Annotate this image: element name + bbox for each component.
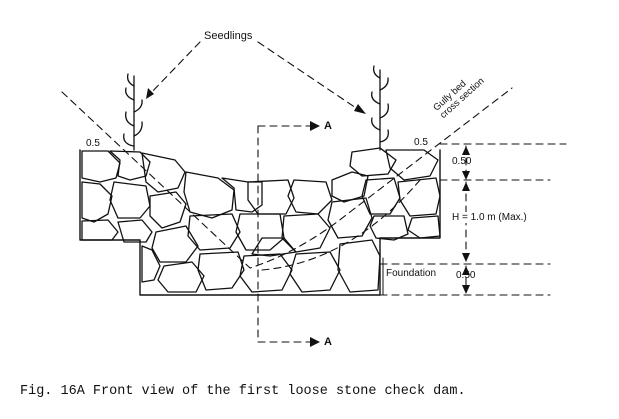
seedlings-arrow-left [147,41,201,97]
section-label-top: A [324,120,332,132]
figure-caption: Fig. 16A Front view of the first loose s… [20,384,466,399]
seedling-left [123,73,143,151]
dim-height-label: H = 1.0 m (Max.) [452,212,527,223]
dim-top-label: 0.50 [452,156,472,167]
stones [81,147,441,293]
arrowheads [146,88,470,347]
slope-label-left: 0.5 [86,138,100,149]
section-label-bottom: A [324,336,332,348]
foundation-label: Foundation [386,268,437,279]
gully-bed-line [61,87,513,269]
seedlings-label: Seedlings [204,30,253,42]
seedling-right [371,65,389,151]
dim-foundation-label: 0.50 [456,270,476,281]
dashed-lines [61,41,567,343]
gully-bed-arc [261,179,421,271]
slope-label-right: 0.5 [414,137,428,148]
seedlings-arrow-right [257,41,363,113]
